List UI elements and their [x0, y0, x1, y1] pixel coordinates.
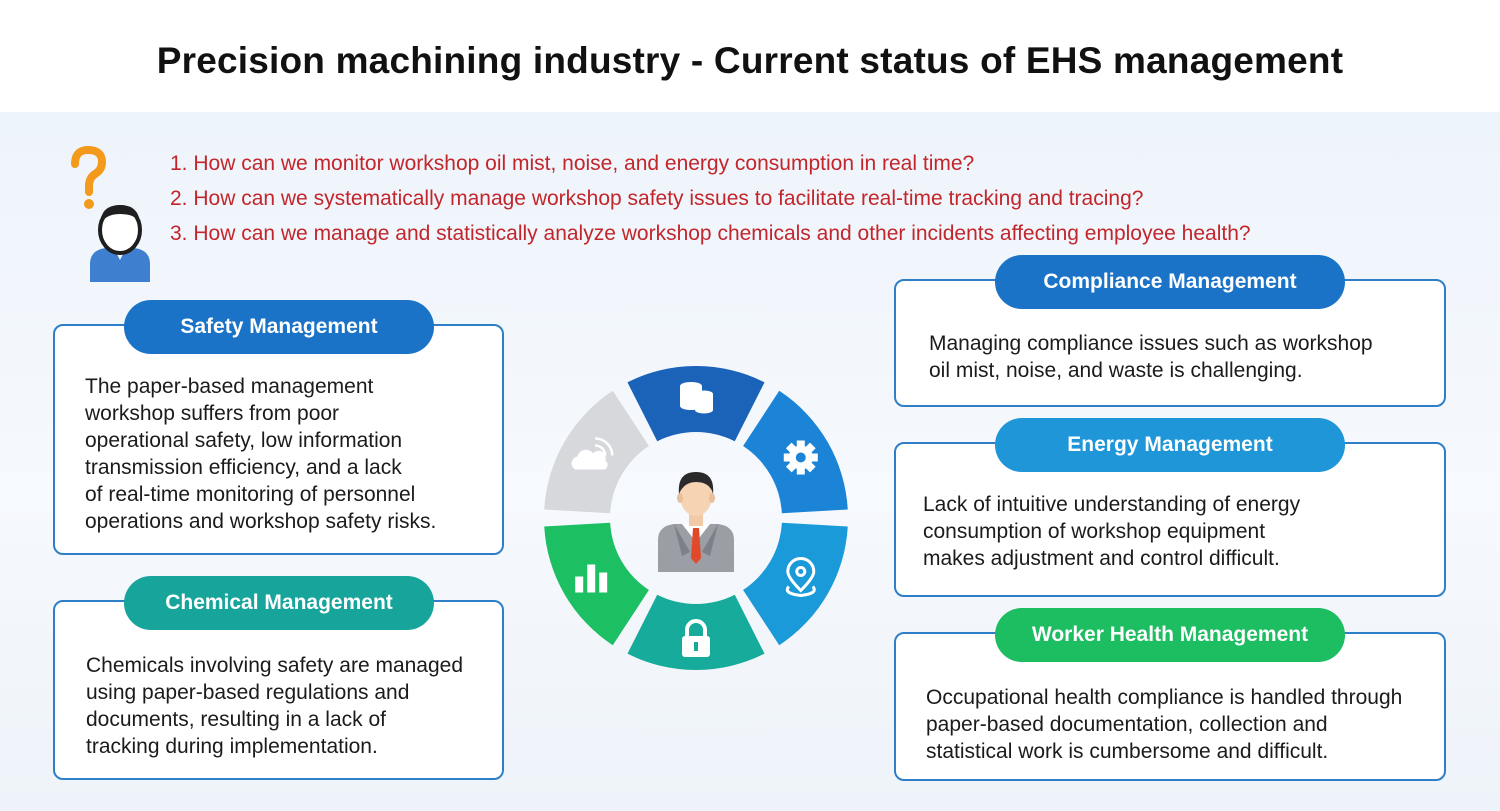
energy-management-title: Energy Management: [995, 418, 1345, 472]
page-title: Precision machining industry - Current s…: [156, 40, 1344, 81]
ring-segment: [627, 594, 765, 670]
ehs-ring-diagram: [544, 366, 848, 670]
question-mark-icon: [71, 145, 107, 209]
manager-icon: [658, 472, 734, 572]
safety-management-text: The paper-based management workshop suff…: [85, 375, 437, 533]
chemical-management-title: Chemical Management: [124, 576, 434, 630]
compliance-management-title: Compliance Management: [995, 255, 1345, 309]
safety-management-card: [53, 324, 504, 555]
ring-segment: [544, 522, 649, 646]
question-user-icon: [71, 145, 150, 282]
question-item: 1. How can we monitor workshop oil mist,…: [170, 152, 975, 175]
compliance-management-text: Managing compliance issues such as works…: [929, 332, 1373, 382]
question-list: 1. How can we monitor workshop oil mist,…: [170, 146, 1251, 251]
energy-management-text: Lack of intuitive understanding of energ…: [923, 493, 1301, 570]
database-icon: [680, 382, 713, 414]
safety-management-title: Safety Management: [124, 300, 434, 354]
cloud-wifi-icon: [571, 437, 614, 470]
gear-icon: [783, 440, 818, 475]
bar-chart-icon: [575, 564, 608, 593]
worker-health-management-title: Worker Health Management: [995, 608, 1345, 662]
chemical-management-text: Chemicals involving safety are managed u…: [86, 654, 464, 758]
question-item: 3. How can we manage and statistically a…: [170, 222, 1251, 245]
question-item: 2. How can we systematically manage work…: [170, 187, 1144, 210]
location-pin-icon: [785, 556, 816, 598]
person-icon: [90, 205, 150, 282]
worker-health-management-text: Occupational health compliance is handle…: [926, 686, 1403, 763]
lock-icon: [682, 619, 710, 657]
